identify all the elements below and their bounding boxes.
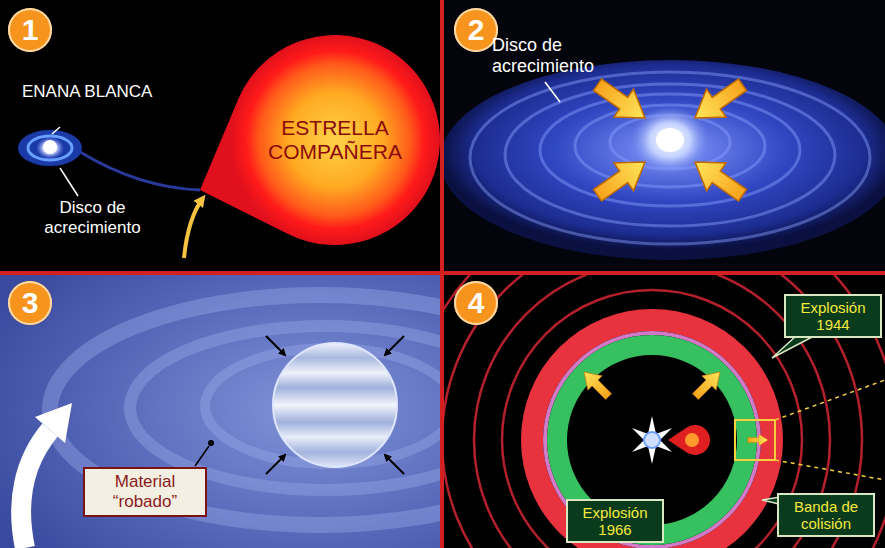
panel-two-art xyxy=(444,0,885,271)
callout-circle: 2 xyxy=(454,8,498,52)
panel-three-art xyxy=(21,430,50,548)
label-box: Explosión 1966 xyxy=(566,499,664,544)
panel-one-art xyxy=(18,130,82,166)
panel-three-art xyxy=(385,455,404,474)
callout-circle: 1 xyxy=(8,8,52,52)
callout-number: 1 xyxy=(22,15,39,45)
panel-four-art xyxy=(502,290,802,548)
panel-one-art xyxy=(52,127,60,134)
panel-one-art xyxy=(28,136,72,160)
callout-number: 2 xyxy=(468,15,485,45)
panel-two-art xyxy=(685,148,752,209)
teardrop-star xyxy=(200,35,440,245)
panel-four-art xyxy=(775,380,885,480)
panel-four-art xyxy=(444,275,885,548)
panel-three-art xyxy=(385,336,404,355)
panel-four-art xyxy=(444,275,885,548)
panel-one-art xyxy=(0,0,440,271)
panel-two-art xyxy=(444,60,885,260)
panel-one-art xyxy=(60,168,78,196)
panel-two-art xyxy=(575,105,765,187)
panel-one-art xyxy=(0,0,440,271)
panel-three-art xyxy=(50,295,440,525)
panel-three-art xyxy=(0,275,440,548)
panel-one-art xyxy=(36,137,64,159)
annotation-label: ENANA BLANCA xyxy=(22,82,152,102)
panel-two-art xyxy=(588,71,655,132)
panel-four-art xyxy=(644,432,660,448)
panel-four-art xyxy=(545,333,759,547)
box-label: Explosión 1944 xyxy=(791,299,875,334)
panel-three-art xyxy=(50,295,440,525)
panel-four-art xyxy=(685,433,699,447)
panel-two-art xyxy=(470,72,870,244)
panel-four-art xyxy=(748,434,768,446)
panel-four-art xyxy=(775,460,885,480)
label-box: Banda de colisión xyxy=(777,493,875,538)
callout-circle: 4 xyxy=(454,281,498,325)
panel-four-art xyxy=(577,365,768,446)
annotation-label: Disco de acrecimiento xyxy=(30,198,155,237)
panel-two-art xyxy=(545,82,560,102)
panel-three-art xyxy=(266,455,285,474)
star-name: ESTRELLA COMPAÑERA xyxy=(250,116,420,164)
panel-two-art xyxy=(656,128,684,152)
annotation-label: Disco de acrecimiento xyxy=(492,35,614,76)
note-box: Material “robado” xyxy=(83,467,207,516)
panel-two-art xyxy=(588,148,655,209)
panel-four-art xyxy=(444,275,885,548)
box-label: Explosión 1966 xyxy=(573,504,657,539)
panel-divider xyxy=(0,271,885,275)
panel-four-art xyxy=(735,420,775,460)
panel-three-art xyxy=(195,446,209,466)
panel-three-art xyxy=(208,440,214,446)
panel-four-art xyxy=(772,336,814,358)
panel-two-art xyxy=(470,72,870,244)
panel-four-art xyxy=(444,275,885,548)
panel-one-art xyxy=(184,198,203,258)
panel-four-art xyxy=(775,380,885,420)
panel-three-art xyxy=(273,343,397,467)
panel-two-art xyxy=(505,84,835,226)
panel-three-art xyxy=(0,275,440,548)
panel-one-art xyxy=(80,152,200,190)
panel-four-art xyxy=(668,425,710,455)
callout-number: 4 xyxy=(468,288,485,318)
panel-four-art xyxy=(444,275,885,548)
panel-three-art xyxy=(266,336,285,355)
panel-three-art xyxy=(266,336,404,474)
panel-three-art xyxy=(35,403,72,443)
companion-star: ESTRELLA COMPAÑERA xyxy=(195,25,441,260)
panel-one-art xyxy=(43,140,57,154)
panel-two-art xyxy=(588,71,753,209)
box-label: Banda de colisión xyxy=(784,498,868,533)
panel-four-art xyxy=(632,416,672,464)
panel-two-art xyxy=(540,94,800,206)
panel-two-art xyxy=(685,71,752,132)
callout-number: 3 xyxy=(22,288,39,318)
callout-circle: 3 xyxy=(8,281,52,325)
label-box: Explosión 1944 xyxy=(784,294,882,339)
note-text: Material “robado” xyxy=(91,472,199,511)
panel-four-art xyxy=(688,365,727,404)
panel-three-art xyxy=(130,326,440,490)
panel-four-art xyxy=(577,365,616,404)
